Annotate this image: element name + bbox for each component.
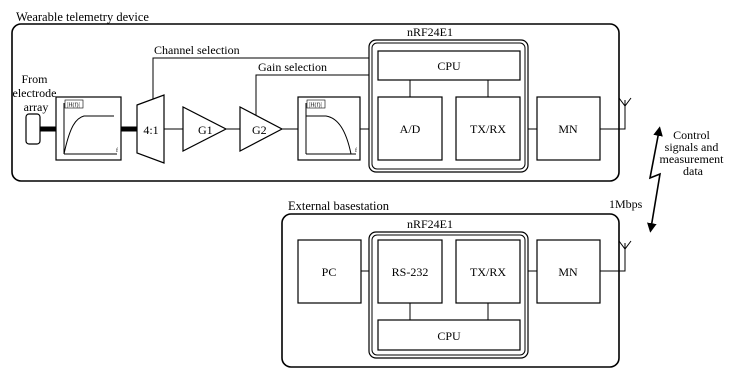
g2-amplifier: G2: [239, 106, 284, 152]
device-txrx-block: [455, 96, 521, 161]
highpass-filter-block: |H(f)| f: [55, 96, 122, 161]
mux-label: 4:1: [143, 123, 158, 137]
basestation-frame: [281, 213, 620, 368]
mux-block: 4:1: [136, 94, 165, 164]
lowpass-response-curve: [306, 115, 352, 155]
lowpass-axis-label: |H(f)|: [309, 102, 322, 109]
device-nrf24e1-chip: nRF24E1 CPU A/D TX/RX: [368, 25, 529, 173]
basestation-txrx-label: TX/RX: [470, 265, 506, 279]
basestation-antenna-icon: [600, 240, 632, 272]
data-rate-label: 1Mbps: [609, 197, 643, 211]
basestation-cpu-block: [377, 319, 521, 351]
wireless-link-arrow: [647, 126, 663, 233]
rs232-block: [377, 239, 443, 304]
g2-label: G2: [252, 123, 267, 137]
gain-selection-line: [255, 74, 378, 115]
basestation-cpu-label: CPU: [437, 329, 461, 343]
device-antenna-icon: [600, 97, 632, 130]
rs232-label: RS-232: [392, 265, 429, 279]
highpass-axis-label: |H(f)|: [67, 102, 80, 109]
basestation-mn-label: MN: [558, 265, 578, 279]
device-cpu-label: CPU: [437, 59, 461, 73]
wearable-device-title: Wearable telemetry device: [16, 10, 149, 24]
electrode-connector: [25, 113, 41, 145]
basestation-panel: External basestation PC nRF24E1 RS-232 T…: [281, 199, 632, 368]
device-ad-block: [377, 96, 443, 161]
basestation-chip-title: nRF24E1: [407, 217, 453, 231]
device-chip-title: nRF24E1: [407, 25, 453, 39]
highpass-freq-label: f: [116, 147, 118, 154]
basestation-title: External basestation: [288, 199, 390, 213]
g1-label: G1: [198, 123, 213, 137]
electrode-label: From electrode array: [13, 72, 60, 114]
pc-label: PC: [322, 265, 337, 279]
device-ad-label: A/D: [400, 122, 421, 136]
device-cpu-block: [377, 50, 521, 81]
highpass-response-curve: [63, 115, 114, 155]
basestation-txrx-block: [455, 239, 521, 304]
wireless-link: Control signals and measurement data 1Mb…: [609, 126, 727, 233]
pc-block: [297, 239, 362, 304]
device-txrx-label: TX/RX: [470, 122, 506, 136]
lowpass-filter-block: |H(f)| f: [297, 96, 361, 161]
channel-selection-line: [152, 57, 378, 99]
control-signals-label: Control signals and measurement data: [660, 128, 727, 178]
channel-selection-label: Channel selection: [154, 43, 240, 57]
lowpass-freq-label: f: [355, 147, 357, 154]
g1-amplifier: G1: [182, 106, 228, 152]
device-mn-label: MN: [558, 122, 578, 136]
device-mn-block: [536, 96, 601, 161]
gain-selection-label: Gain selection: [258, 60, 327, 74]
basestation-nrf24e1-chip: nRF24E1 RS-232 TX/RX CPU: [368, 217, 529, 359]
wearable-device-frame: [11, 23, 620, 182]
wearable-device-panel: Wearable telemetry device From electrode…: [11, 10, 632, 182]
